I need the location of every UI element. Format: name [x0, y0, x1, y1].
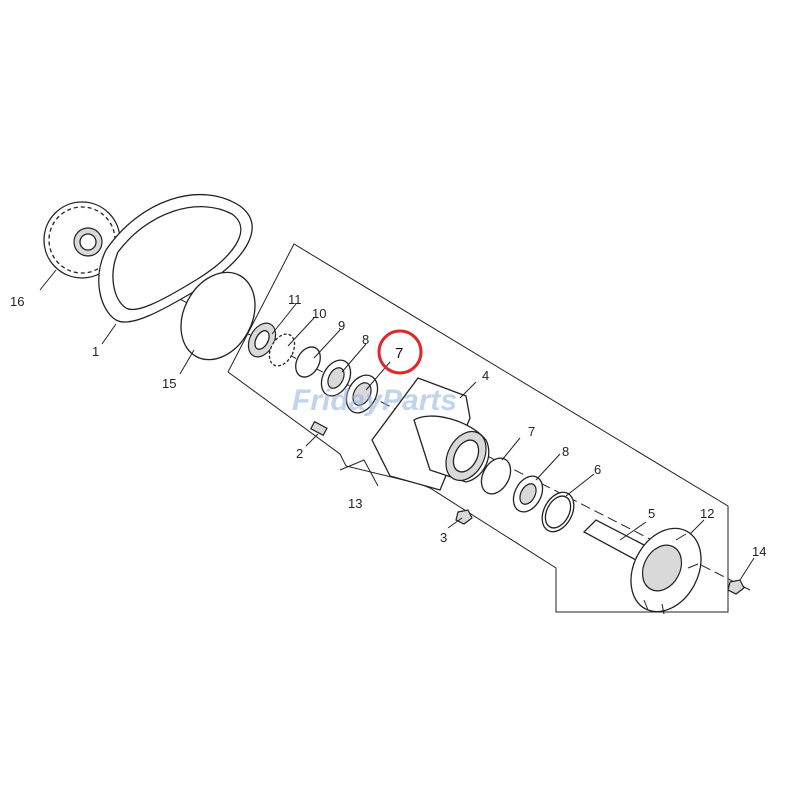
housing-part — [371, 377, 490, 491]
callout-12: 12 — [700, 506, 714, 521]
callout-16: 16 — [10, 294, 24, 309]
callout-8b: 8 — [562, 444, 569, 459]
callout-3: 3 — [440, 530, 447, 545]
callout-8a: 8 — [362, 332, 369, 347]
callout-14: 14 — [752, 544, 766, 559]
highlighted-callout: 7 — [395, 345, 403, 362]
sprocket-part — [43, 201, 121, 279]
callout-1: 1 — [92, 344, 99, 359]
callout-5: 5 — [648, 506, 655, 521]
callout-2: 2 — [296, 446, 303, 461]
callout-7: 7 — [528, 424, 535, 439]
callout-15: 15 — [162, 376, 176, 391]
oring-part — [180, 271, 256, 361]
highlight-marker: 7 — [377, 329, 423, 375]
callout-4: 4 — [482, 368, 489, 383]
chain-part — [98, 193, 253, 323]
bearing-parts — [480, 457, 575, 533]
callout-13: 13 — [348, 496, 362, 511]
highlight-ring — [377, 329, 423, 375]
callout-6: 6 — [594, 462, 601, 477]
callout-10: 10 — [312, 306, 326, 321]
axle-part — [582, 519, 702, 615]
callout-11: 11 — [288, 292, 302, 307]
callout-labels: 16 1 15 11 10 9 8 4 2 13 3 7 8 6 5 12 14 — [10, 292, 766, 559]
washer-parts — [247, 322, 379, 414]
assembly-bracket — [227, 243, 729, 613]
callout-9: 9 — [338, 318, 345, 333]
watermark-logo: FridayParts — [292, 384, 457, 417]
fastener-parts — [310, 420, 745, 595]
